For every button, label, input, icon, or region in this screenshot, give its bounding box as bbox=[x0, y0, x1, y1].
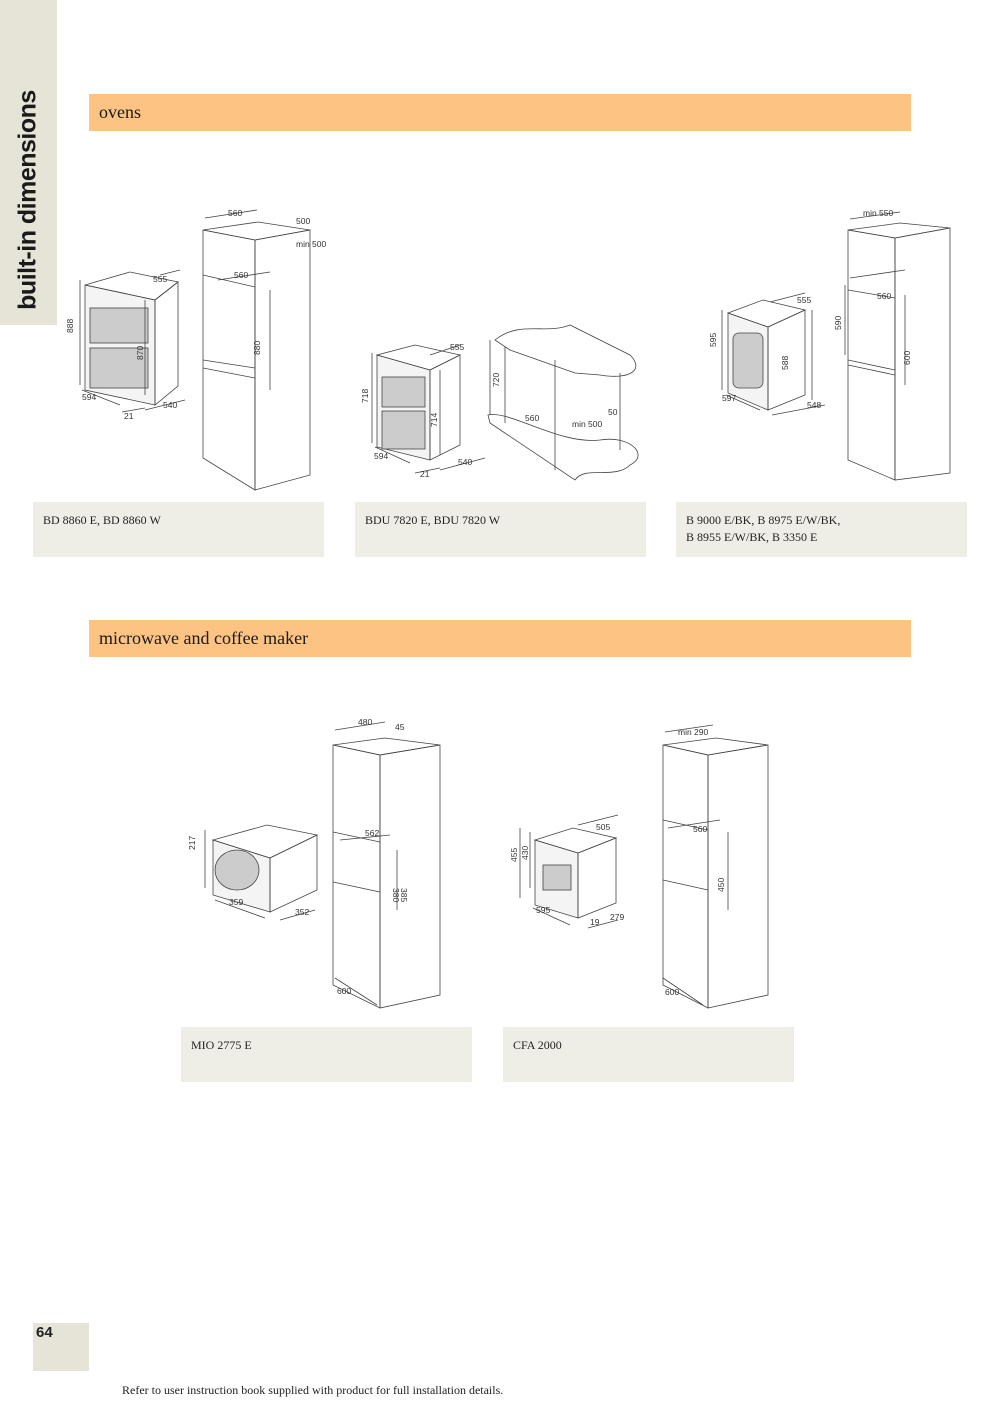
dim-d3-col-h: 590 bbox=[833, 316, 843, 330]
side-tab-label: built-in dimensions bbox=[13, 90, 42, 310]
dim-d2-d: 540 bbox=[458, 457, 472, 467]
dim-d1-col-w: 560 bbox=[228, 208, 242, 218]
dim-d4-d: 352 bbox=[295, 907, 309, 917]
caption-mio2775-text: MIO 2775 E bbox=[191, 1038, 252, 1052]
dim-d5-col-d: 600 bbox=[665, 987, 679, 997]
dim-d2-w: 555 bbox=[450, 342, 464, 352]
section-header-microwave-coffee: microwave and coffee maker bbox=[89, 620, 911, 657]
caption-bdu7820: BDU 7820 E, BDU 7820 W bbox=[355, 502, 646, 557]
dim-d4-col-h: 380 bbox=[391, 888, 401, 902]
dim-d5-d: 279 bbox=[610, 912, 624, 922]
dim-d5-gap: 19 bbox=[590, 917, 600, 927]
dim-d1-col-d1: 500 bbox=[296, 216, 310, 226]
caption-bdu7820-text: BDU 7820 E, BDU 7820 W bbox=[365, 513, 501, 527]
dim-d1-w: 555 bbox=[153, 274, 167, 284]
dim-d3-depth: 597 bbox=[722, 393, 736, 403]
dim-d3-w: 555 bbox=[797, 295, 811, 305]
dim-d2-depth: 594 bbox=[374, 451, 388, 461]
diagram-cfa2000: min 290 560 450 505 455 430 595 19 279 6… bbox=[508, 720, 778, 1020]
dim-d4-h: 217 bbox=[187, 836, 197, 850]
caption-b9000: B 9000 E/BK, B 8975 E/W/BK, B 8955 E/W/B… bbox=[676, 502, 967, 557]
diagram-bd8860: 560 500 min 500 560 880 555 888 870 594 … bbox=[60, 200, 330, 500]
dim-d1-d: 540 bbox=[163, 400, 177, 410]
dim-d5-col-w: min 290 bbox=[678, 727, 709, 737]
footer-note: Refer to user instruction book supplied … bbox=[122, 1383, 504, 1397]
dim-d4-w: 359 bbox=[229, 897, 243, 907]
caption-cfa2000: CFA 2000 bbox=[503, 1027, 794, 1082]
dim-d5-w: 505 bbox=[596, 822, 610, 832]
dim-d3-col-w2: 560 bbox=[877, 291, 891, 301]
dim-d3-d: 548 bbox=[807, 400, 821, 410]
dim-d5-depth: 595 bbox=[536, 905, 550, 915]
dim-d2-ch: 720 bbox=[491, 373, 501, 387]
dim-d2-c50: 50 bbox=[608, 407, 618, 417]
dim-d1-col-d2: min 500 bbox=[296, 239, 327, 249]
dim-d4-col-w: 480 bbox=[358, 717, 372, 727]
dim-d4-col-w2: 562 bbox=[365, 828, 379, 838]
dim-d1-h2: 870 bbox=[135, 346, 145, 360]
side-tab-title: built-in dimensions bbox=[0, 0, 57, 325]
diagram-b9000: min 550 560 590 600 555 595 588 597 548 bbox=[700, 205, 970, 495]
caption-cfa2000-text: CFA 2000 bbox=[513, 1038, 562, 1052]
dim-d3-h: 595 bbox=[708, 333, 718, 347]
caption-b9000-line1: B 9000 E/BK, B 8975 E/W/BK, bbox=[686, 513, 841, 527]
dim-d3-col-w: min 550 bbox=[863, 208, 894, 218]
dim-d1-depth: 594 bbox=[82, 392, 96, 402]
diagram-bdu7820: 555 718 714 594 21 540 720 560 min 500 5… bbox=[360, 315, 670, 495]
dim-d5-h: 455 bbox=[509, 848, 519, 862]
side-tab bbox=[0, 0, 57, 325]
dim-d1-col-w2: 560 bbox=[234, 270, 248, 280]
dim-d3-col-h2: 600 bbox=[902, 351, 912, 365]
dim-d1-col-h: 880 bbox=[252, 341, 262, 355]
dim-d2-h2: 714 bbox=[429, 413, 439, 427]
dim-d4-col-g: 45 bbox=[395, 722, 405, 732]
dim-d1-gap: 21 bbox=[124, 411, 134, 421]
dim-d2-cd: min 500 bbox=[572, 419, 603, 429]
dim-d2-gap: 21 bbox=[420, 469, 430, 479]
page-number: 64 bbox=[33, 1323, 89, 1371]
dim-d5-h2: 430 bbox=[520, 846, 530, 860]
dim-d4-col-d: 600 bbox=[337, 986, 351, 996]
dim-d5-col-h: 450 bbox=[716, 878, 726, 892]
dim-d4-col-h2: 385 bbox=[399, 888, 409, 902]
dim-d1-h: 888 bbox=[65, 319, 75, 333]
caption-b9000-line2: B 8955 E/W/BK, B 3350 E bbox=[686, 530, 818, 544]
caption-mio2775: MIO 2775 E bbox=[181, 1027, 472, 1082]
dim-d5-col-w2: 560 bbox=[693, 824, 707, 834]
dim-d2-cw: 560 bbox=[525, 413, 539, 423]
caption-bd8860-text: BD 8860 E, BD 8860 W bbox=[43, 513, 161, 527]
section-header-ovens: ovens bbox=[89, 94, 911, 131]
caption-bd8860: BD 8860 E, BD 8860 W bbox=[33, 502, 324, 557]
page-number-label: 64 bbox=[36, 1324, 53, 1341]
dim-d2-h: 718 bbox=[360, 389, 370, 403]
diagram-mio2775: 480 45 562 380 385 217 359 352 600 bbox=[185, 710, 455, 1020]
dim-d3-h2: 588 bbox=[780, 356, 790, 370]
